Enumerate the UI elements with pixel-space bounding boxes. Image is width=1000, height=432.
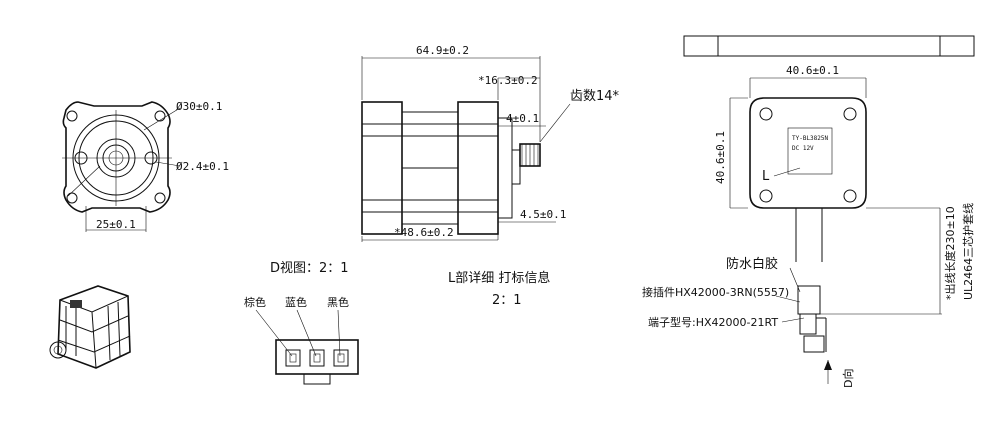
label-voltage: DC 12V [792,145,814,152]
side-view [361,56,571,242]
front-view [62,101,181,232]
label-model: TY-BL3825N [792,135,829,142]
cable-spec-label: UL2464三芯护套线 [961,203,975,300]
dim-height: 40.6±0.1 [714,131,727,184]
wire-black-label: 黑色 [327,295,349,309]
connector-drawing [255,309,359,385]
dim-shaft-length: *16.3±0.2 [478,74,538,87]
connector-view-title: D视图：2：1 [270,261,349,276]
label-note-line1: L部详细 打标信息 [448,270,550,286]
terminal-label: 端子型号:HX42000-21RT [648,315,778,329]
dim-flange-thickness: 4.5±0.1 [520,208,566,221]
label-note-line2: 2：1 [492,293,522,308]
dim-outer-diameter: Ø30±0.1 [176,100,222,113]
dim-total-length: 64.9±0.2 [416,44,469,57]
glue-label: 防水白胶 [726,256,778,272]
cable-length-label: *出线长度230±10 [943,206,957,300]
d-direction-label: D向 [841,369,855,388]
wire-brown-label: 棕色 [244,295,266,309]
dim-width: 40.6±0.1 [786,64,839,77]
label-L: L [762,169,770,184]
motor-isometric-image [49,285,131,369]
dim-body-length: *48.6±0.2 [394,226,454,239]
wire-blue-label: 蓝色 [285,295,307,309]
dim-hole-diameter: Ø2.4±0.1 [176,160,229,173]
right-view [683,35,975,384]
dim-gear-teeth: 齿数14* [570,89,620,104]
dim-hole-spacing: 25±0.1 [96,218,136,231]
connector-label: 接插件HX42000-3RN(5557) [642,285,789,299]
dim-gear-diameter: 4±0.1 [506,112,539,125]
